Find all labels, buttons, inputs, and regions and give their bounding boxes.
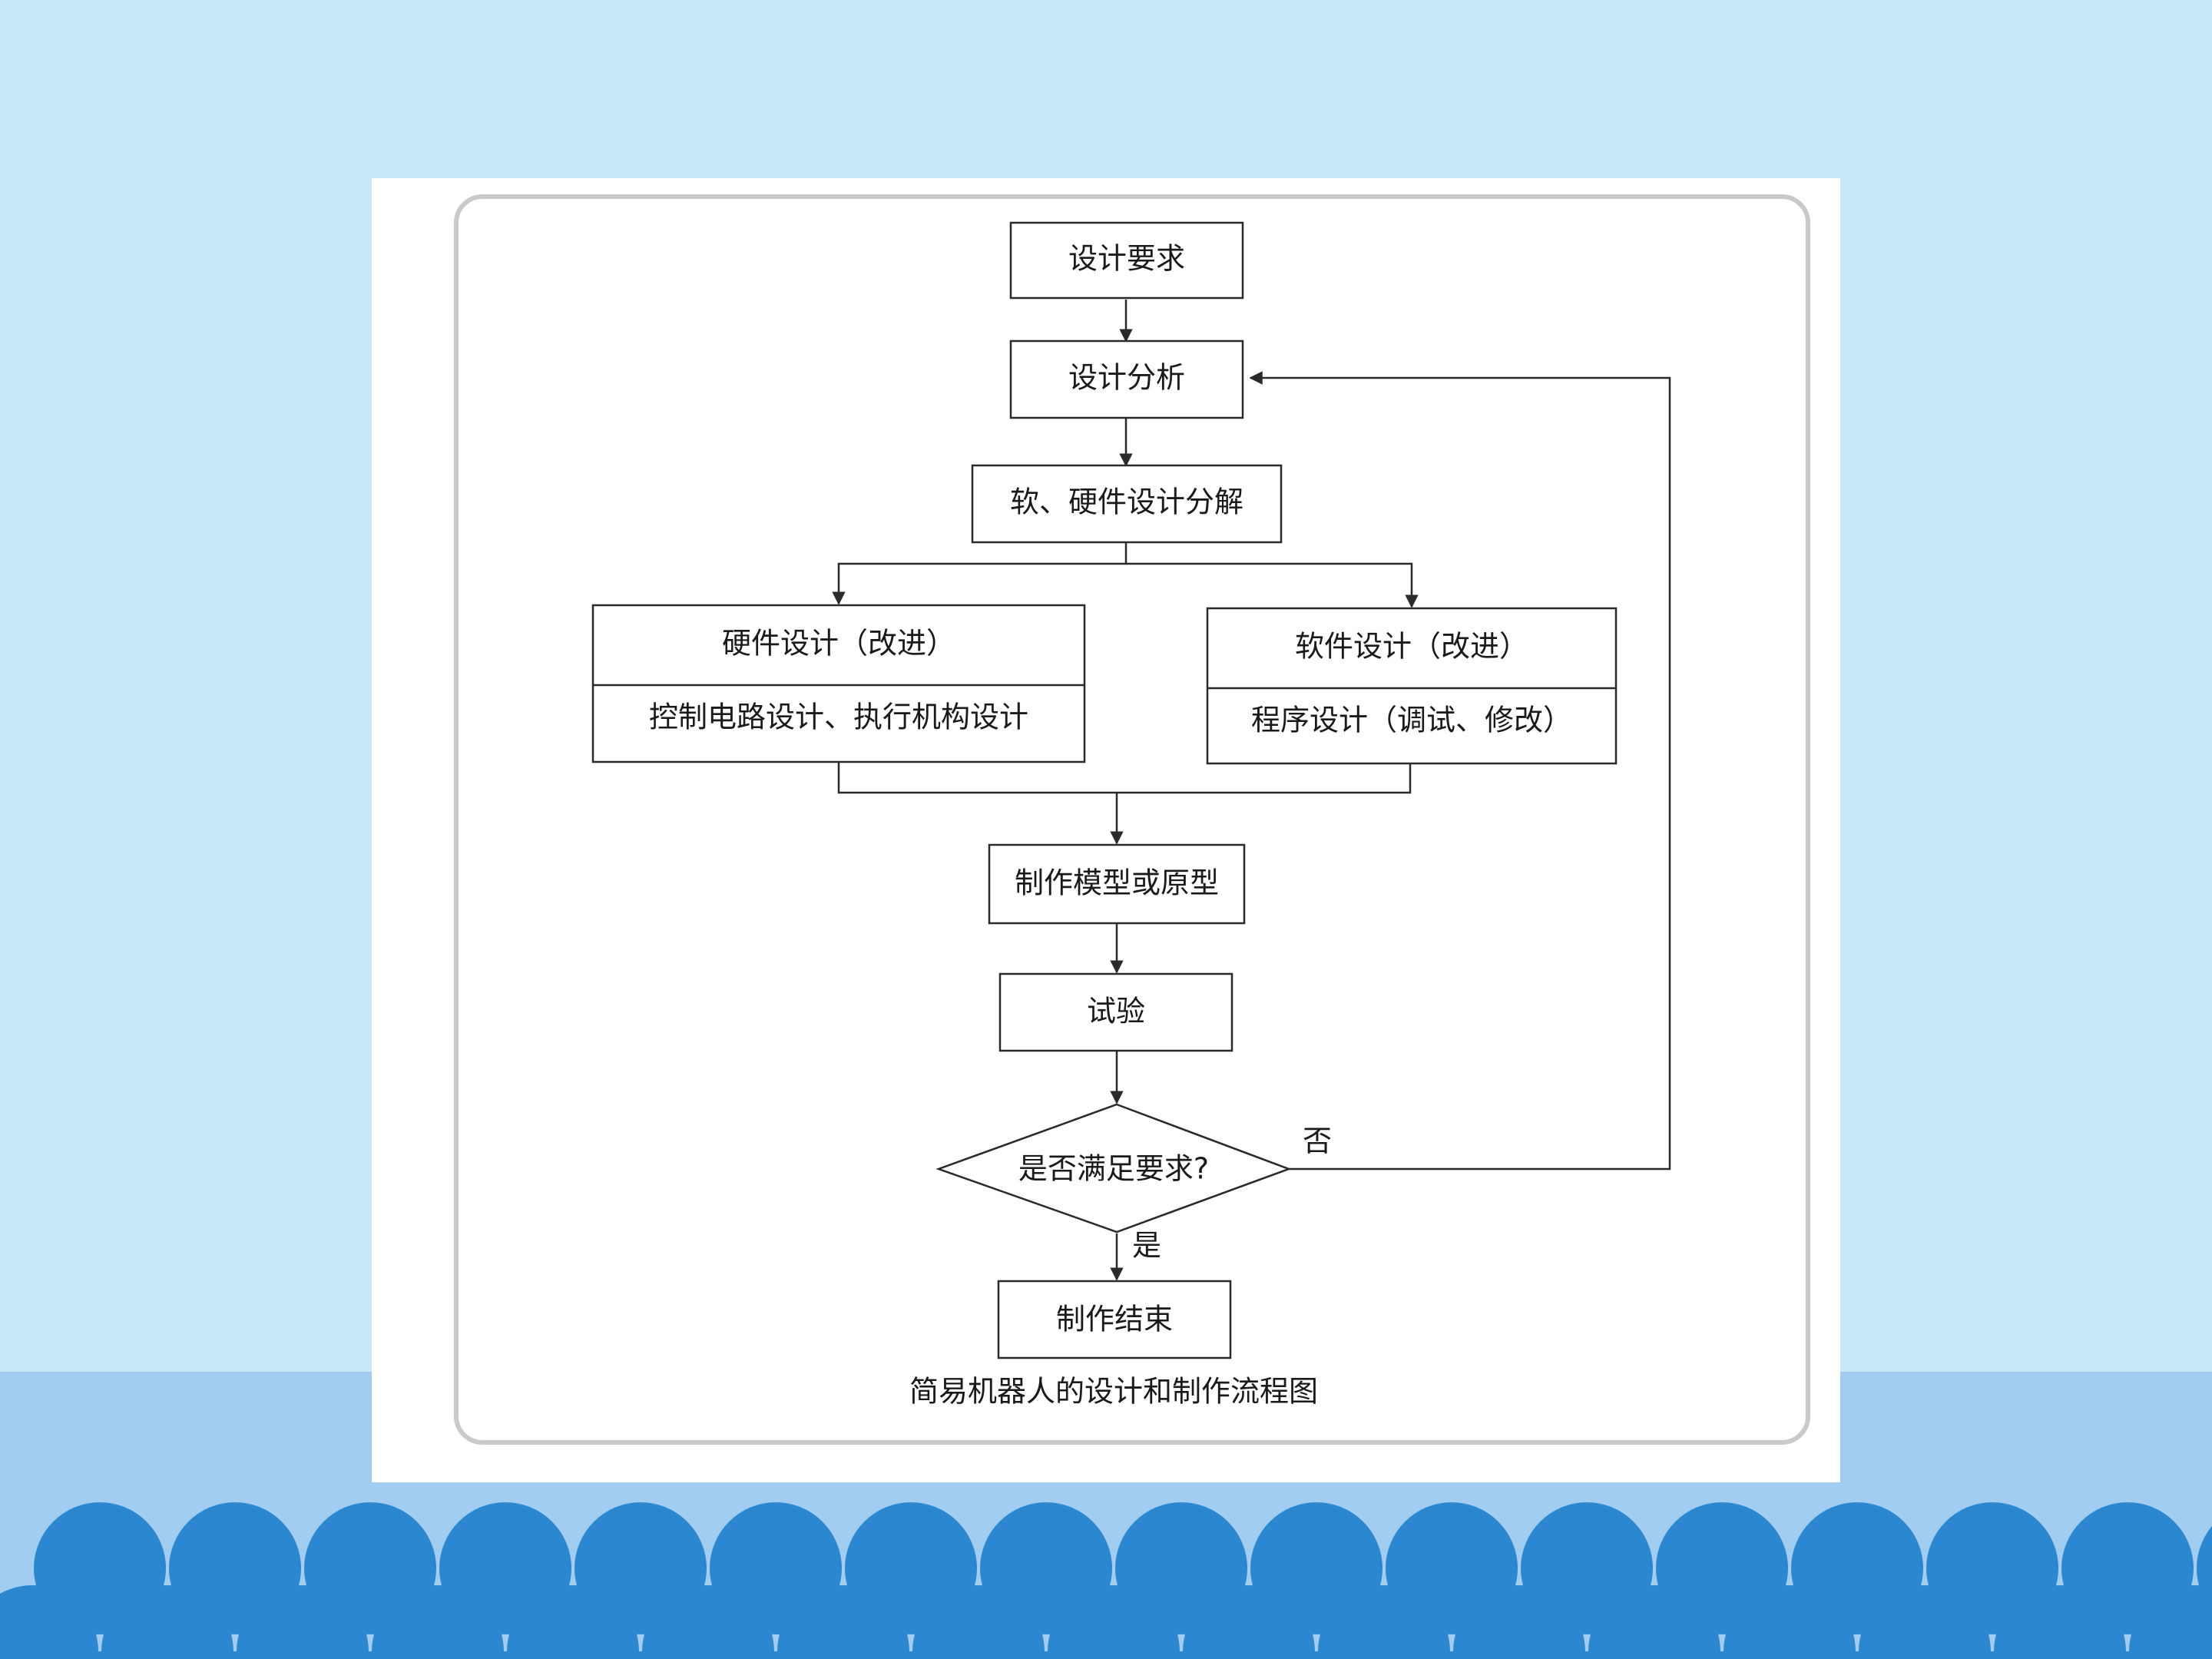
figure-frame [454,194,1810,1445]
merge-line [837,762,1412,794]
node-hardware-box [591,604,1086,763]
node-test-box [998,972,1233,1052]
node-analysis-box [1009,339,1244,419]
wave-scallop [372,1585,504,1659]
node-decision-label: 是否满足要求? [1018,1152,1209,1186]
wave-scallop [0,1585,98,1659]
wave-scallop [1183,1585,1315,1659]
wave-scallop [1048,1585,1180,1659]
node-analysis-label: 设计分析 [1068,361,1185,395]
node-test-label: 试验 [1087,995,1145,1028]
arrow-decompose-to-hardware [832,542,1128,605]
node-start-label: 设计要求 [1068,242,1185,276]
wave-base [0,1651,2212,1659]
wave-scallop [912,1585,1045,1659]
node-software-box [1206,607,1618,765]
figure-caption: 简易机器人的设计和制作流程图 [909,1375,1318,1409]
flowchart-figure: 设计要求 设计分析 软、硬件设计分解 硬件设计（改进） 控制电路设计、执行机构设… [372,178,1840,1482]
arrow-loop-back-to-analysis [1249,371,1671,1171]
node-software-detail: 程序设计（调试、修改） [1251,704,1572,737]
edge-label-no: 否 [1303,1124,1332,1158]
wave-scallop [642,1585,774,1659]
wave-scallop [507,1585,639,1659]
wave-scallop [2129,1585,2212,1659]
arrow-decompose-to-software [1126,562,1419,608]
wave-scallop [1724,1585,1856,1659]
wave-scallop [1994,1585,2126,1659]
wave-scallop [777,1585,909,1659]
node-model-label: 制作模型或原型 [1015,866,1219,900]
node-hardware-detail: 控制电路设计、执行机构设计 [649,700,1028,734]
node-software-title: 软件设计（改进） [1295,630,1528,664]
node-decompose-label: 软、硬件设计分解 [1010,485,1243,519]
node-model-box [988,843,1246,925]
wave-scallop [1318,1585,1450,1659]
edge-label-yes: 是 [1132,1229,1161,1263]
node-end-label: 制作结束 [1056,1303,1173,1336]
node-end-box [997,1280,1232,1359]
node-hardware-title: 硬件设计（改进） [722,627,955,661]
wave-scallop [101,1585,233,1659]
wave-row-front [0,1585,2212,1659]
node-start-box [1009,221,1244,300]
node-decompose-box [971,464,1283,544]
wave-scallop [237,1585,369,1659]
wave-scallop [1859,1585,1991,1659]
flowchart-canvas: 设计要求 设计分析 软、硬件设计分解 硬件设计（改进） 控制电路设计、执行机构设… [454,194,1810,1445]
node-decision-diamond [935,1103,1292,1233]
wave-scallop [1453,1585,1585,1659]
wave-scallop [1588,1585,1720,1659]
